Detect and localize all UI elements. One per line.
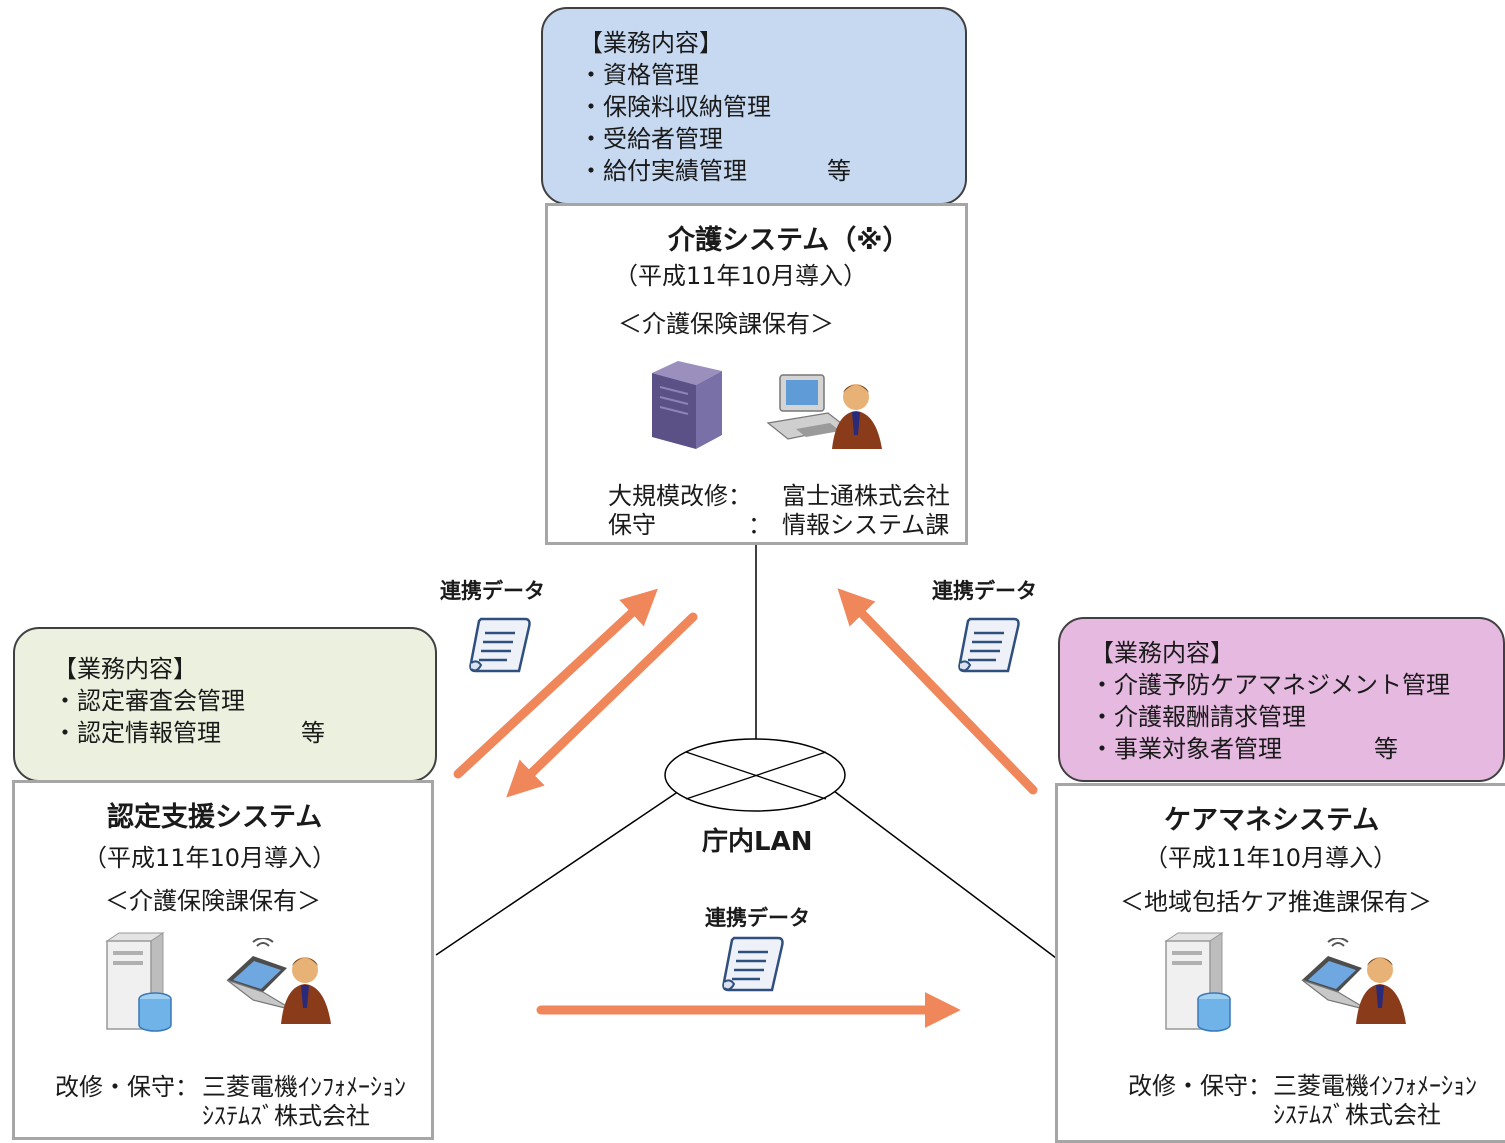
lan-line-nintei bbox=[435, 784, 689, 956]
caremane-system-title: ケアマネシステム bbox=[1164, 805, 1380, 836]
nintei-task-2: ・認定情報管理 等 bbox=[53, 717, 435, 749]
kaigo-tasks-bubble: 【業務内容】 ・資格管理 ・保険料収納管理 ・受給者管理 ・給付実績管理 等 bbox=[541, 7, 967, 205]
kaigo-system-owner: ＜介護保険課保有＞ bbox=[618, 310, 834, 338]
kaigo-system-intro: （平成11年10月導入） bbox=[614, 262, 868, 290]
nintei-vendor-label: 改修・保守： bbox=[55, 1073, 199, 1101]
kaigo-task-2: ・保険料収納管理 bbox=[579, 93, 771, 121]
kaigo-task-1: ・資格管理 bbox=[579, 61, 699, 89]
caremane-tasks-suffix: 等 bbox=[1374, 735, 1398, 763]
nintei-task-1: ・認定審査会管理 bbox=[53, 687, 245, 715]
link-label-right: 連携データ bbox=[932, 579, 1037, 603]
caremane-system-intro: （平成11年10月導入） bbox=[1144, 844, 1398, 872]
kaigo-system-title: 介護システム（※） bbox=[668, 225, 910, 256]
laptop-user-icon bbox=[226, 938, 331, 1024]
scroll-document-icon bbox=[958, 617, 1020, 673]
kaigo-vendor-label-1: 大規模改修 bbox=[608, 482, 728, 510]
caremane-tasks-bubble: 【業務内容】 ・介護予防ケアマネジメント管理 ・介護報酬請求管理 ・事業対象者管… bbox=[1058, 617, 1505, 782]
caremane-task-3: ・事業対象者管理 等 bbox=[1090, 733, 1503, 765]
kaigo-task-4-text: ・給付実績管理 bbox=[579, 157, 747, 185]
laptop-user-icon bbox=[1301, 938, 1406, 1024]
nintei-system-owner: ＜介護保険課保有＞ bbox=[105, 887, 321, 915]
kaigo-system-box: 介護システム（※） （平成11年10月導入） ＜介護保険課保有＞ 大規模改修 ：… bbox=[545, 203, 968, 545]
kaigo-task-3: ・受給者管理 bbox=[579, 125, 723, 153]
caremane-system-owner: ＜地域包括ケア推進課保有＞ bbox=[1120, 888, 1432, 916]
workstation-user-icon bbox=[766, 374, 882, 449]
network-cloud-icon bbox=[664, 738, 846, 812]
lan-label: 庁内LAN bbox=[702, 827, 813, 857]
server-tower-icon bbox=[652, 361, 722, 449]
kaigo-task-4: ・給付実績管理 等 bbox=[579, 155, 965, 187]
nintei-tasks-bubble: 【業務内容】 ・認定審査会管理 ・認定情報管理 等 bbox=[13, 627, 437, 782]
kaigo-tasks-header: 【業務内容】 bbox=[579, 29, 723, 57]
caremane-vendor-label: 改修・保守： bbox=[1128, 1072, 1272, 1100]
caremane-task-2: ・介護報酬請求管理 bbox=[1090, 703, 1306, 731]
nintei-task-2-text: ・認定情報管理 bbox=[53, 719, 221, 747]
link-label-bottom: 連携データ bbox=[705, 906, 810, 930]
lan-line-caremane bbox=[825, 784, 1057, 959]
caremane-task-3-text: ・事業対象者管理 bbox=[1090, 735, 1282, 763]
server-db-icon bbox=[1164, 932, 1231, 1032]
nintei-vendor-value-2: ｼｽﾃﾑｽﾞ株式会社 bbox=[202, 1102, 370, 1130]
caremane-tasks-header: 【業務内容】 bbox=[1090, 639, 1234, 667]
caremane-task-1: ・介護予防ケアマネジメント管理 bbox=[1090, 671, 1450, 699]
nintei-tasks-header: 【業務内容】 bbox=[53, 655, 197, 683]
kaigo-vendor-value-2: 情報システム課 bbox=[782, 511, 950, 539]
kaigo-vendor-sep-2: ： bbox=[748, 511, 772, 539]
link-label-left: 連携データ bbox=[440, 579, 545, 603]
kaigo-vendor-label-2: 保守 bbox=[608, 511, 656, 539]
arrow-kaigo-to-nintei bbox=[506, 612, 698, 798]
nintei-system-intro: （平成11年10月導入） bbox=[83, 844, 337, 872]
nintei-vendor-value-1: 三菱電機ｲﾝﾌｫﾒｰｼｮﾝ bbox=[202, 1073, 406, 1101]
scroll-document-icon bbox=[469, 617, 531, 673]
server-db-icon bbox=[105, 932, 172, 1032]
nintei-system-box: 認定支援システム （平成11年10月導入） ＜介護保険課保有＞ 改修・保守： 三… bbox=[12, 780, 434, 1140]
arrow-caremane-to-kaigo bbox=[837, 588, 1038, 795]
kaigo-tasks-suffix: 等 bbox=[827, 157, 851, 185]
scroll-document-icon bbox=[722, 936, 784, 992]
nintei-tasks-suffix: 等 bbox=[301, 719, 325, 747]
arrow-nintei-to-kaigo bbox=[453, 588, 658, 779]
caremane-vendor-value-2: ｼｽﾃﾑｽﾞ株式会社 bbox=[1273, 1101, 1441, 1129]
caremane-vendor-value-1: 三菱電機ｲﾝﾌｫﾒｰｼｮﾝ bbox=[1273, 1072, 1477, 1100]
kaigo-vendor-value-1: 富士通株式会社 bbox=[782, 482, 950, 510]
caremane-system-box: ケアマネシステム （平成11年10月導入） ＜地域包括ケア推進課保有＞ 改修・保… bbox=[1055, 783, 1505, 1143]
kaigo-vendor-sep-1: ： bbox=[728, 482, 752, 510]
nintei-system-title: 認定支援システム bbox=[107, 802, 323, 833]
